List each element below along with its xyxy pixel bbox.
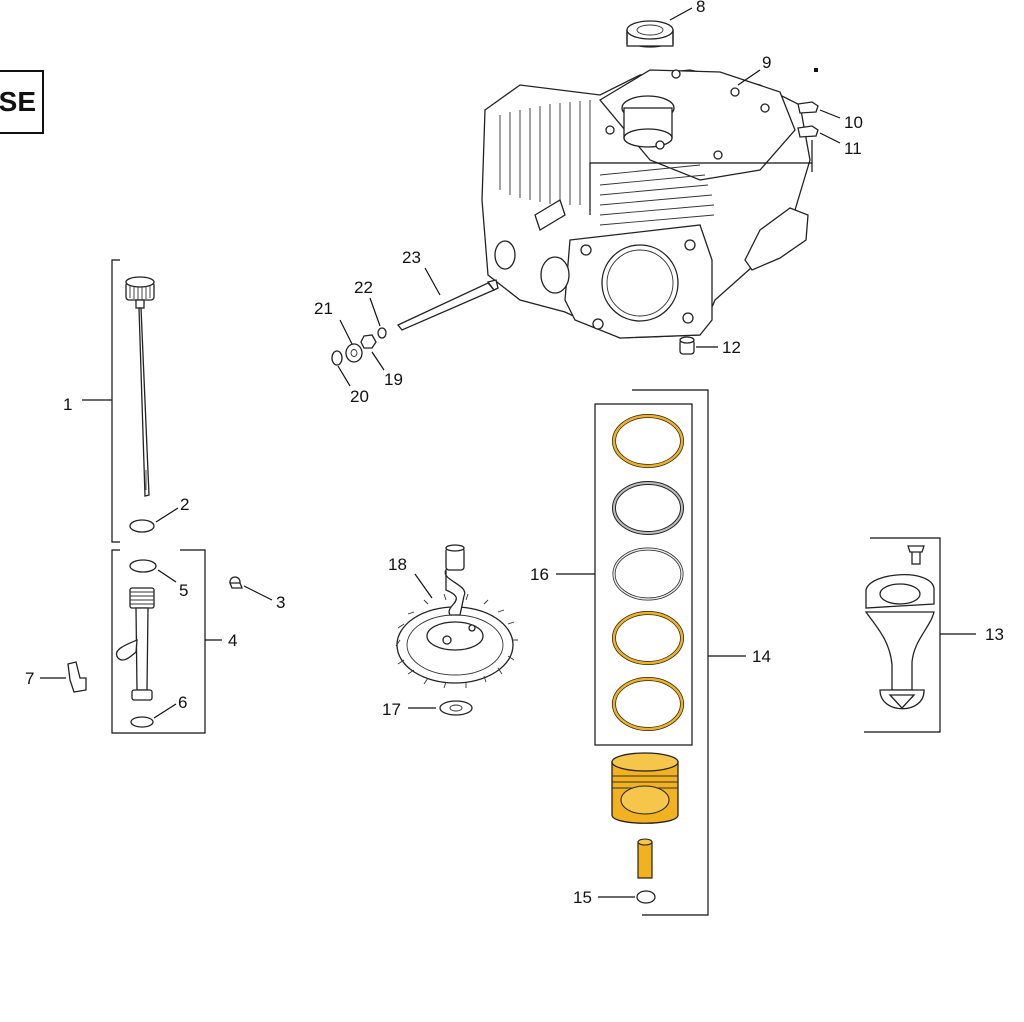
crankcase-block[interactable] [481, 69, 811, 339]
callout-13: 13 [985, 625, 1004, 644]
o-ring-part-5[interactable] [129, 559, 157, 573]
dipstick-part-1[interactable] [125, 276, 155, 497]
callout-7: 7 [25, 669, 34, 688]
callout-15: 15 [573, 888, 592, 907]
screw-part-3[interactable] [229, 576, 243, 589]
callout-2: 2 [180, 495, 189, 514]
section-badge-text: SE [0, 86, 36, 117]
callout-9: 9 [762, 53, 771, 72]
section-badge: SE [0, 70, 44, 134]
piston-ring-fourth[interactable] [612, 611, 684, 665]
washer-part-21[interactable] [345, 343, 363, 363]
bracket-part-7[interactable] [67, 661, 87, 693]
callout-21: 21 [314, 299, 333, 318]
retaining-ring-part-15[interactable] [636, 890, 656, 904]
piston-ring-second[interactable] [612, 481, 684, 535]
connecting-rod-part-13[interactable] [864, 545, 935, 710]
washer-part-20[interactable] [331, 350, 343, 366]
callout-19: 19 [384, 370, 403, 389]
callout-20: 20 [350, 387, 369, 406]
callout-22: 22 [354, 278, 373, 297]
o-ring-part-2[interactable] [129, 519, 155, 533]
camshaft-part-18[interactable] [395, 544, 518, 689]
clip-part-11[interactable] [797, 125, 819, 138]
callout-23: 23 [402, 248, 421, 267]
dipstick-tube-part-4[interactable] [115, 587, 155, 701]
piston-pin[interactable] [637, 838, 653, 879]
callout-3: 3 [276, 593, 285, 612]
clip-part-10[interactable] [797, 101, 819, 114]
dowel-part-12[interactable] [679, 336, 695, 355]
oil-seal-part-8[interactable] [626, 20, 674, 48]
breather-tube-part-23[interactable] [396, 279, 499, 331]
piston[interactable] [611, 752, 679, 824]
callout-5: 5 [179, 581, 188, 600]
callout-16: 16 [530, 565, 549, 584]
o-ring-part-6[interactable] [130, 716, 154, 728]
callout-17: 17 [382, 700, 401, 719]
piston-ring-fifth[interactable] [612, 677, 684, 731]
callout-4: 4 [228, 631, 237, 650]
callout-6: 6 [178, 693, 187, 712]
callout-10: 10 [844, 113, 863, 132]
nut-part-19[interactable] [360, 334, 377, 349]
callout-18: 18 [388, 555, 407, 574]
washer-part-17[interactable] [439, 700, 473, 716]
callout-11: 11 [844, 139, 862, 158]
piston-ring-top[interactable] [612, 414, 684, 468]
callout-12: 12 [722, 338, 741, 357]
piston-ring-oil[interactable] [612, 547, 684, 601]
callout-14: 14 [752, 647, 771, 666]
callout-8: 8 [696, 0, 705, 16]
o-ring-part-22[interactable] [377, 327, 387, 339]
callout-1: 1 [63, 395, 72, 414]
